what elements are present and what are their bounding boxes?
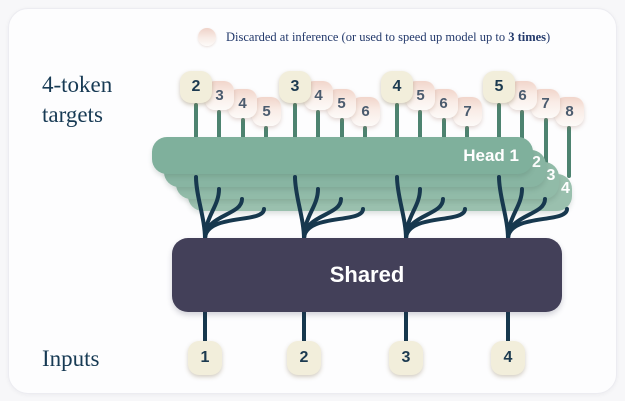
head-3-label: 3 — [546, 167, 556, 184]
input-token: 2 — [287, 341, 321, 375]
legend-text-after: ) — [546, 29, 551, 44]
input-token: 4 — [491, 341, 525, 375]
target-token: 3 — [279, 71, 311, 103]
target-token: 5 — [483, 71, 515, 103]
targets-label: 4-token targets — [42, 72, 113, 128]
head-4-label: 4 — [561, 180, 570, 197]
stem — [217, 110, 221, 143]
stem — [442, 118, 446, 143]
shared-label: Shared — [329, 262, 405, 287]
stem — [567, 126, 571, 178]
legend-text-before: Discarded at inference (or used to speed… — [226, 29, 509, 44]
shared-trunk: Shared — [172, 238, 562, 312]
discarded-token-icon — [198, 28, 216, 46]
stem — [264, 126, 268, 143]
input-token: 3 — [389, 341, 423, 375]
stem — [465, 126, 469, 143]
stem — [241, 118, 245, 143]
head-1-label: Head 1 — [463, 146, 519, 165]
input-token: 1 — [188, 341, 222, 375]
stem — [395, 103, 399, 143]
legend-text-bold: 3 times — [508, 29, 547, 44]
stem — [497, 103, 501, 143]
stem — [520, 110, 524, 155]
stem — [340, 118, 344, 143]
target-token: 4 — [381, 71, 413, 103]
stem — [544, 118, 548, 166]
legend: Discarded at inference (or used to speed… — [198, 26, 550, 48]
target-token: 2 — [180, 71, 212, 103]
inputs-label: Inputs — [42, 346, 100, 371]
stem — [316, 110, 320, 143]
stem — [194, 103, 198, 143]
head-1-bar: Head 1 — [152, 137, 533, 174]
legend-text: Discarded at inference (or used to speed… — [226, 30, 550, 45]
head-2-label: 2 — [532, 154, 541, 171]
stem — [418, 110, 422, 143]
stem — [363, 126, 367, 143]
stem — [293, 103, 297, 143]
